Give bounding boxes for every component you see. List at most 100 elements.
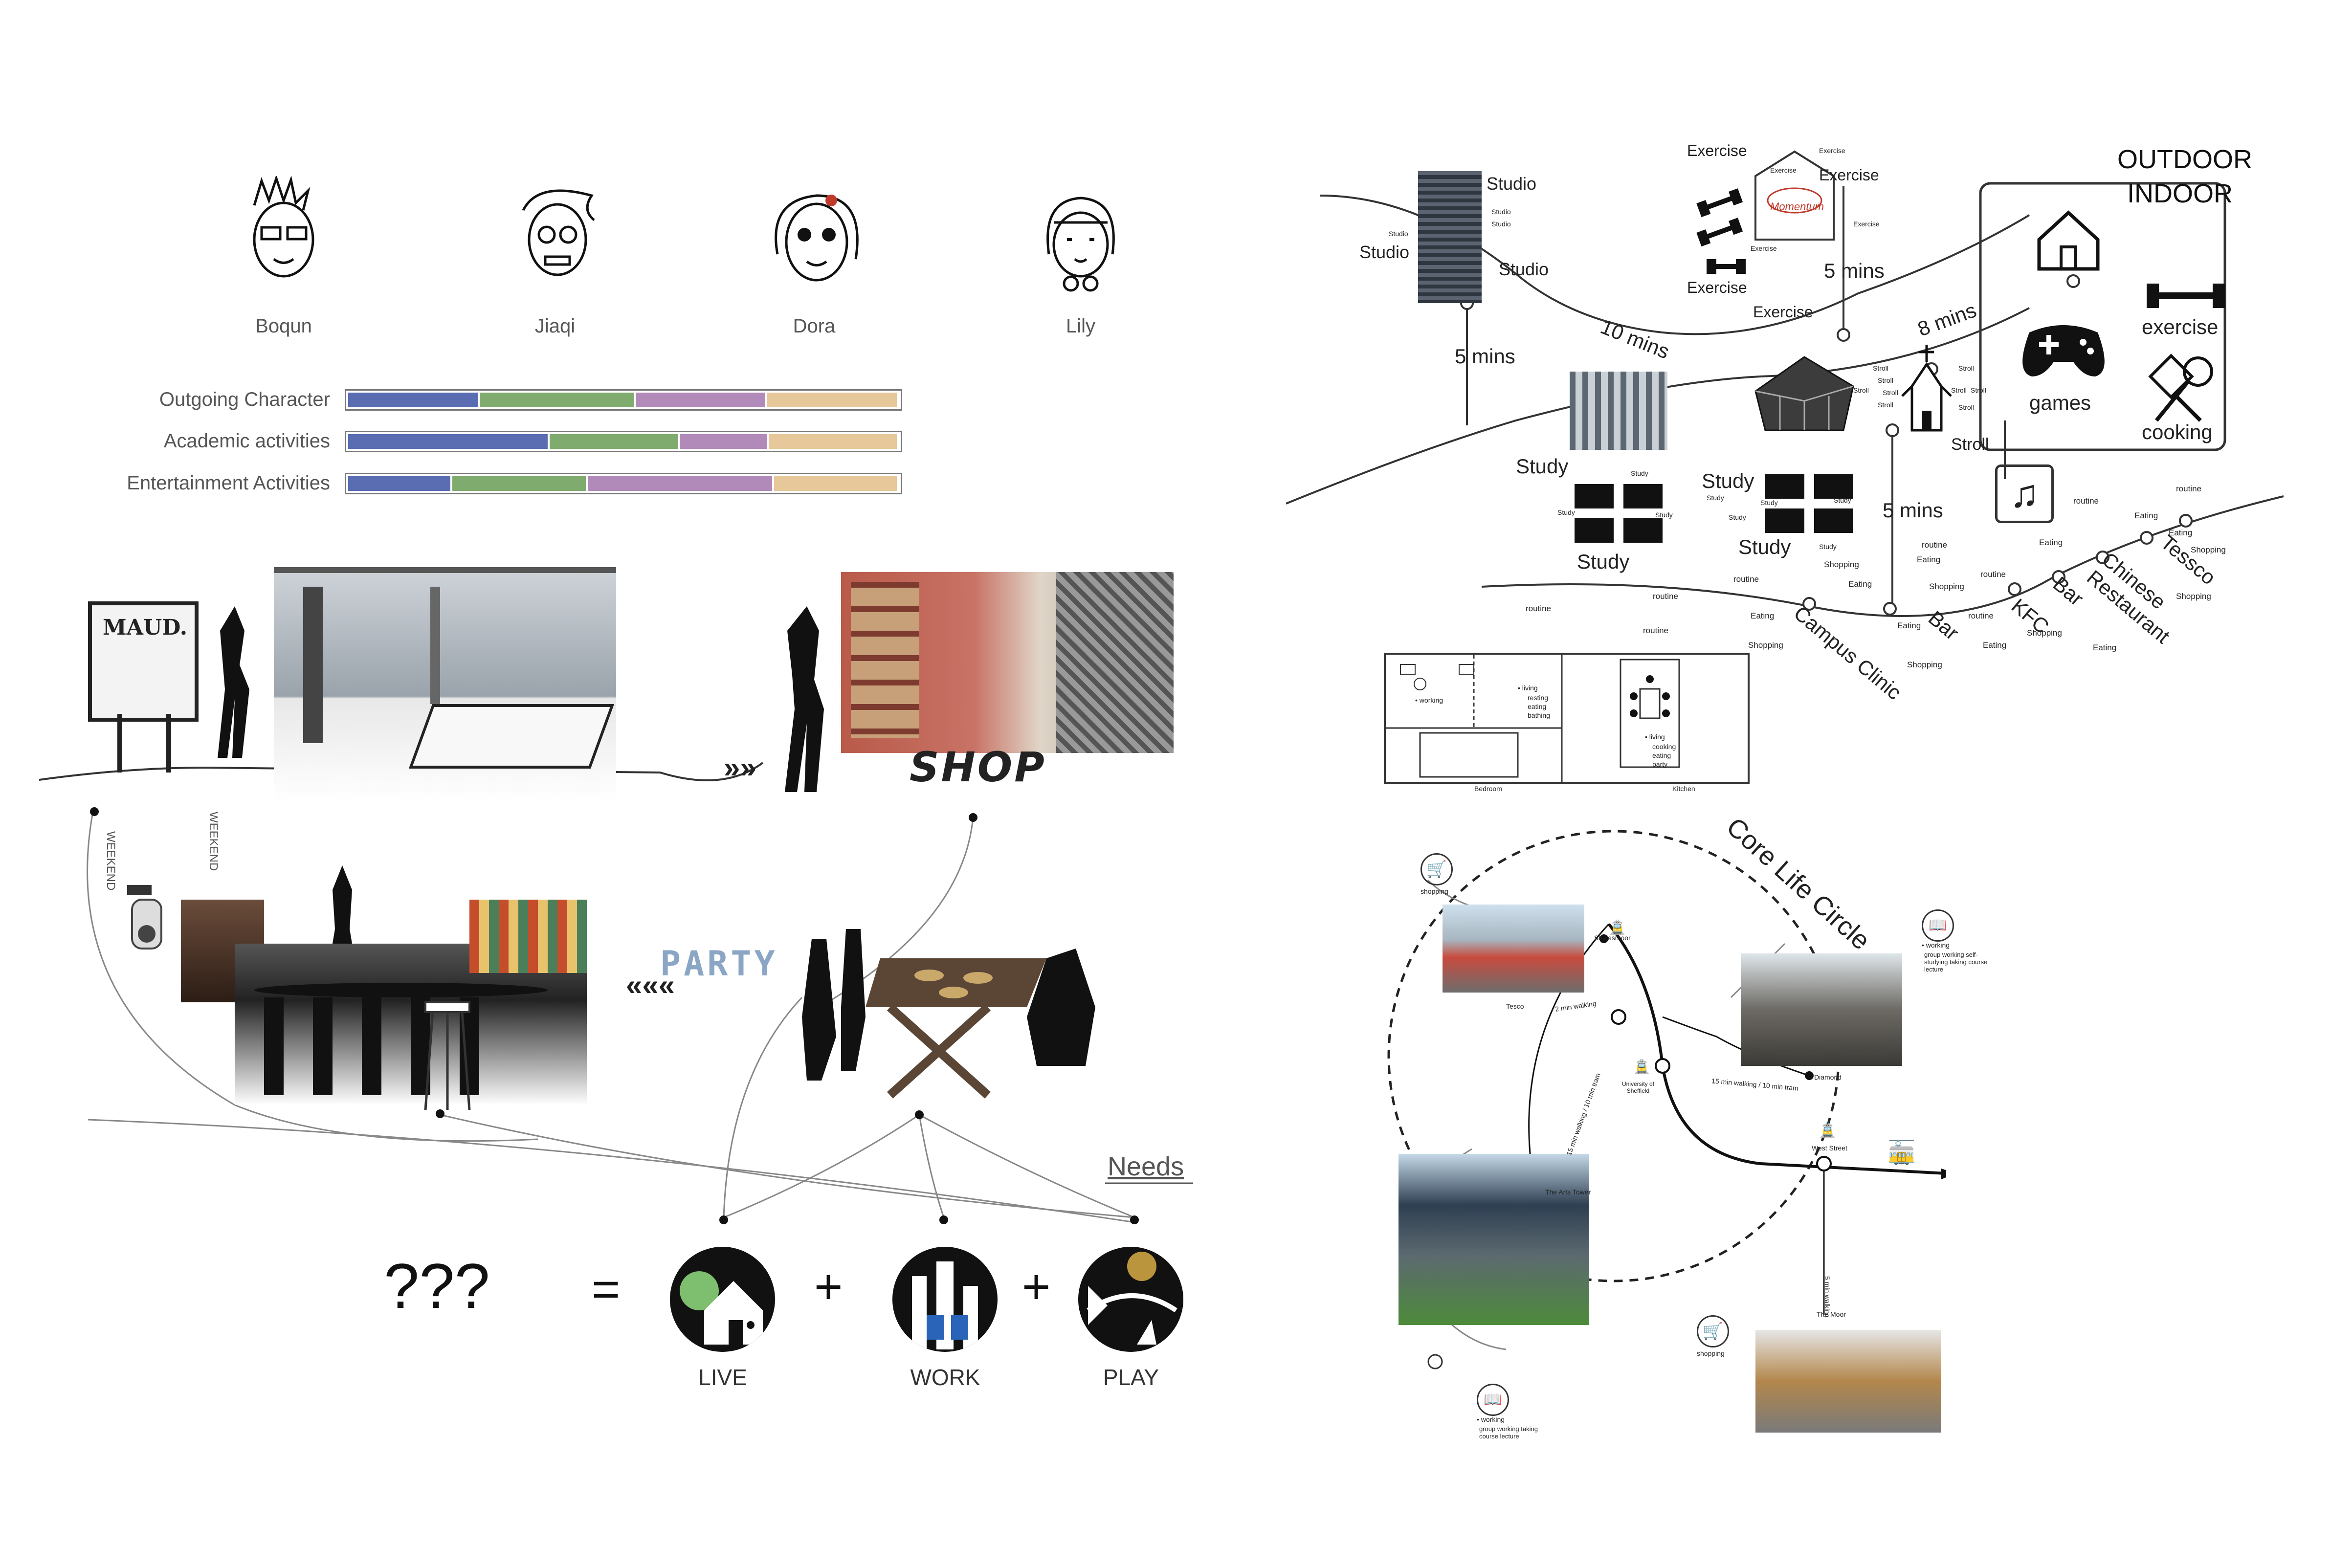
working-detail-2: group working taking course lecture <box>1479 1425 1538 1440</box>
tesco-photo <box>1443 905 1584 993</box>
study-small-8: Study <box>1819 543 1837 551</box>
camera-icon <box>127 885 162 950</box>
the-moor-label: The Moor <box>1817 1310 1846 1318</box>
plan-working: • working <box>1415 696 1443 704</box>
bar-shelf-photo <box>469 900 587 973</box>
studio-label-2: Studio <box>1359 242 1410 262</box>
collage-connectors <box>39 762 1193 1224</box>
jiaqi-portrait <box>522 189 595 276</box>
trait-label-outgoing: Outgoing Character <box>159 389 330 410</box>
study-small-1: Study <box>1631 469 1648 477</box>
person-name-dora: Dora <box>793 315 836 337</box>
stroll-small-7: Stroll <box>1951 386 1967 394</box>
trait-segment-boqun <box>348 393 478 407</box>
work-label: WORK <box>910 1365 980 1390</box>
time-5-mins-3: 5 mins <box>1883 499 1943 522</box>
time-5-mins-2: 5 mins <box>1824 259 1885 282</box>
trait-segment-jiaqi <box>479 393 634 407</box>
shopping-label-3: Shopping <box>1929 582 1964 591</box>
studio-small-1: Studio <box>1389 230 1408 238</box>
trait-segment-lily <box>769 434 897 449</box>
arts-tower-label: The Arts Tower <box>1545 1188 1591 1196</box>
routine-label-1: routine <box>1526 604 1551 613</box>
eating-label-7: Eating <box>2134 511 2158 520</box>
diamond-building <box>1754 356 1854 431</box>
floor-plan-walls <box>1386 655 1680 782</box>
arts-tower-photo <box>1418 171 1482 303</box>
arts-tower-photo-2 <box>1399 1154 1589 1325</box>
study-building-photo <box>1570 372 1667 450</box>
exercise-small-1: Exercise <box>1770 166 1797 174</box>
exercise-label-4: Exercise <box>1753 303 1813 321</box>
lily-portrait <box>1046 197 1115 292</box>
stroll-small-5: Stroll <box>1878 401 1893 409</box>
billboard-post-right <box>166 714 171 773</box>
equation-plus-1: + <box>814 1259 843 1314</box>
bar-stool <box>424 1001 471 1110</box>
studio-label-3: Studio <box>1499 259 1549 279</box>
trait-segment-boqun <box>348 476 451 491</box>
chevrons-left: ««« <box>626 969 675 1001</box>
routine-label-2: routine <box>1653 592 1678 601</box>
diamond-photo <box>1741 953 1902 1066</box>
walk-5min-label: 5 min walking <box>1823 1276 1831 1318</box>
chevrons-right: »» <box>724 751 756 784</box>
study-label-1: Study <box>1516 455 1569 478</box>
trait-segment-lily <box>767 393 897 407</box>
stroll-small-4: Stroll <box>1883 389 1898 397</box>
books-icon-1 <box>1575 484 1663 543</box>
eating-label-2: Eating <box>1848 579 1872 589</box>
time-5-mins-1: 5 mins <box>1455 345 1515 368</box>
eating-label-3: Eating <box>1917 555 1941 564</box>
shopping-label-1: Shopping <box>1748 640 1783 650</box>
routine-label-5: routine <box>1922 540 1947 550</box>
billboard-text: MAUD. <box>103 615 188 640</box>
tram-icon: 🚋 <box>1887 1140 1916 1165</box>
study-label-2: Study <box>1577 550 1630 573</box>
stroll-small-1: Stroll <box>1873 364 1888 372</box>
tesco-label: Tesco <box>1506 1002 1524 1010</box>
routine-label-4: routine <box>1733 574 1759 584</box>
live-icon <box>670 1247 775 1352</box>
plan-kitchen-label: Kitchen <box>1672 785 1695 793</box>
study-label-4: Study <box>1738 535 1791 558</box>
studio-small-2: Studio <box>1491 208 1511 216</box>
exercise-icon-label: exercise <box>2142 315 2219 338</box>
trait-label-academic: Academic activities <box>163 430 330 452</box>
tram-stop-icon-3: 🚊 <box>1819 1123 1836 1138</box>
plan-bathing: bathing <box>1528 711 1550 719</box>
plan-living-2: • living <box>1645 733 1665 741</box>
university-label: University of Sheffield <box>1621 1081 1655 1094</box>
person-name-lily: Lily <box>1066 315 1096 337</box>
trait-segment-jiaqi <box>452 476 586 491</box>
person-name-jiaqi: Jiaqi <box>534 315 576 337</box>
routine-label-8: routine <box>2073 496 2099 506</box>
study-small-6: Study <box>1760 499 1778 507</box>
shop-photo <box>841 572 1174 753</box>
exercise-label-3: Exercise <box>1687 279 1747 296</box>
home-icon <box>2037 210 2100 271</box>
eating-label-5: Eating <box>1983 640 2007 650</box>
shopping-label-circle-1: shopping <box>1421 887 1448 895</box>
trait-segment-dora <box>587 476 772 491</box>
study-label-3: Study <box>1702 469 1754 492</box>
play-icon <box>1078 1247 1183 1352</box>
weekend-label-1: WEEKEND <box>104 831 117 891</box>
diamond-label: Diamond <box>1814 1073 1842 1081</box>
party-table-scene <box>802 929 1095 1099</box>
live-label: LIVE <box>698 1365 747 1390</box>
stroll-small-6: Stroll <box>1958 364 1974 372</box>
routine-label-9: routine <box>2176 484 2201 493</box>
church-icon <box>1901 345 1952 432</box>
exercise-label-1: Exercise <box>1687 142 1747 159</box>
shopping-label-6: Shopping <box>2191 545 2226 554</box>
games-label: games <box>2029 391 2091 414</box>
exercise-small-4: Exercise <box>1853 220 1880 228</box>
outdoor-label: OUTDOOR <box>2117 145 2252 174</box>
plan-eating: eating <box>1528 703 1547 710</box>
tram-stop-icon-1: 🚊 <box>1609 920 1626 935</box>
stroll-label: Stroll <box>1951 435 1989 454</box>
the-moor-photo <box>1755 1330 1941 1433</box>
equation-unknown: ??? <box>384 1250 490 1322</box>
study-small-3: Study <box>1655 511 1673 519</box>
